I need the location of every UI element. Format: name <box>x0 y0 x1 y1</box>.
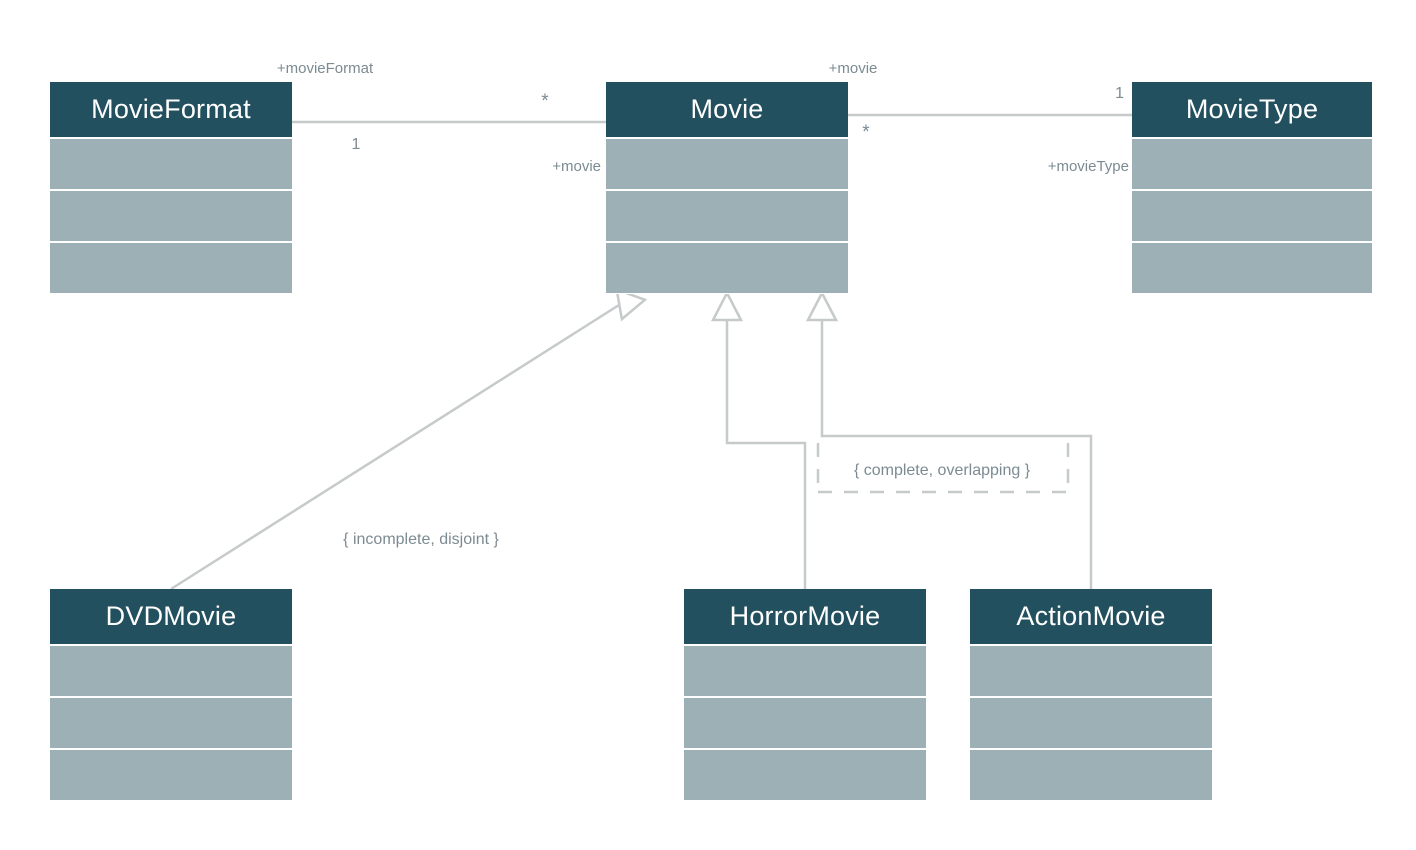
class-compartment-operations[interactable] <box>684 696 926 748</box>
class-header-movieformat: MovieFormat <box>50 82 292 137</box>
generalization-line-actionmovie <box>820 320 1093 589</box>
class-compartment-extra[interactable] <box>1132 241 1372 293</box>
class-header-movietype: MovieType <box>1132 82 1372 137</box>
class-compartment-extra[interactable] <box>50 241 292 293</box>
class-compartment-attributes[interactable] <box>684 644 926 696</box>
generalization-line-horrormovie <box>725 320 807 589</box>
class-name-movieformat: MovieFormat <box>91 94 251 124</box>
multiplicity-label-movie-left: * <box>541 91 549 112</box>
multiplicity-label-movie-right: * <box>862 122 870 143</box>
class-header-horrormovie: HorrorMovie <box>684 589 926 644</box>
class-name-actionmovie: ActionMovie <box>1016 601 1166 631</box>
class-compartment-extra[interactable] <box>684 748 926 800</box>
uml-class-actionmovie[interactable]: ActionMovie <box>970 589 1212 801</box>
generalization-arrowhead-horrormovie <box>710 290 744 322</box>
generalization-arrowhead-dvdmovie <box>615 287 648 322</box>
class-name-horrormovie: HorrorMovie <box>729 601 881 631</box>
role-label-movie-right: +movie <box>828 60 878 77</box>
role-label-movieformat: +movieFormat <box>276 60 374 77</box>
class-compartment-attributes[interactable] <box>970 644 1212 696</box>
generalization-arrowhead-actionmovie <box>805 290 839 322</box>
class-compartment-operations[interactable] <box>1132 189 1372 241</box>
class-compartment-attributes[interactable] <box>50 644 292 696</box>
class-compartment-operations[interactable] <box>50 189 292 241</box>
constraint-label-incomplete-disjoint: { incomplete, disjoint } <box>343 531 499 548</box>
uml-class-movietype[interactable]: MovieType <box>1132 82 1372 294</box>
constraint-label-complete-overlapping: { complete, overlapping } <box>853 462 1031 479</box>
class-compartment-extra[interactable] <box>970 748 1212 800</box>
uml-class-horrormovie[interactable]: HorrorMovie <box>684 589 926 801</box>
class-compartment-operations[interactable] <box>50 696 292 748</box>
class-compartment-extra[interactable] <box>50 748 292 800</box>
class-compartment-attributes[interactable] <box>606 137 848 189</box>
class-compartment-operations[interactable] <box>606 189 848 241</box>
class-compartment-attributes[interactable] <box>1132 137 1372 189</box>
class-compartment-attributes[interactable] <box>50 137 292 189</box>
multiplicity-label-movietype: 1 <box>1115 85 1124 102</box>
class-name-dvdmovie: DVDMovie <box>105 601 237 631</box>
class-header-actionmovie: ActionMovie <box>970 589 1212 644</box>
role-label-movie-left: +movie <box>552 158 601 175</box>
uml-class-dvdmovie[interactable]: DVDMovie <box>50 589 292 801</box>
role-label-movietype: +movieType <box>1047 158 1129 175</box>
class-name-movie: Movie <box>690 94 764 124</box>
class-header-movie: Movie <box>606 82 848 137</box>
class-compartment-operations[interactable] <box>970 696 1212 748</box>
multiplicity-label-movieformat: 1 <box>351 136 361 153</box>
class-compartment-extra[interactable] <box>606 241 848 293</box>
class-header-dvdmovie: DVDMovie <box>50 589 292 644</box>
uml-class-movieformat[interactable]: MovieFormat <box>50 82 292 294</box>
class-name-movietype: MovieType <box>1185 94 1319 124</box>
uml-class-movie[interactable]: Movie <box>606 82 848 294</box>
